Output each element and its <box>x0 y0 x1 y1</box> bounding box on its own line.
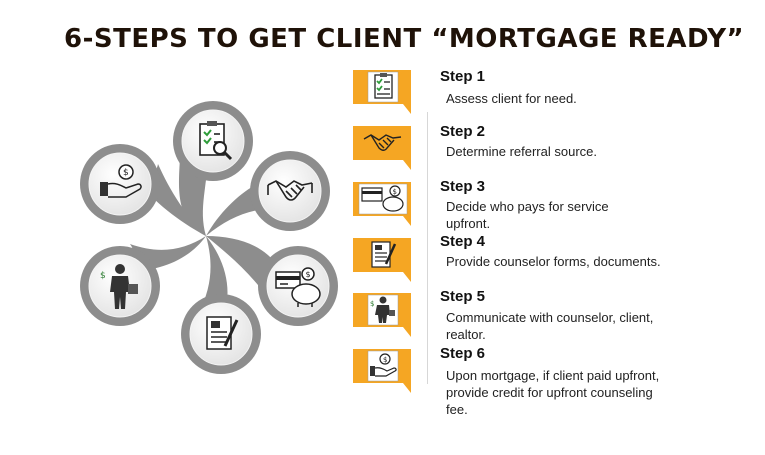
svg-text:$: $ <box>370 300 374 308</box>
step-4-title: Step 4 <box>440 233 486 250</box>
svg-text:$: $ <box>393 188 397 196</box>
clipboard-magnifier-icon <box>199 121 233 161</box>
document-pen-icon <box>371 241 397 268</box>
step-3-desc: Decide who pays for service upfront. <box>446 199 609 231</box>
businessman-icon: $ <box>370 296 395 323</box>
step-5-desc: Communicate with counselor, client, real… <box>446 310 654 342</box>
step-1-desc: Assess client for need. <box>446 91 577 106</box>
step-4-desc: Provide counselor forms, documents. <box>446 254 661 269</box>
card-piggy-bank-icon: $ <box>361 185 404 212</box>
svg-text:$: $ <box>123 168 129 178</box>
step-3-tab: $ <box>353 182 411 226</box>
svg-text:$: $ <box>383 356 387 364</box>
svg-text:$: $ <box>100 271 106 281</box>
step-2-tab <box>353 126 411 170</box>
step-2-title: Step 2 <box>440 123 486 140</box>
hand-money-icon: $ <box>100 164 142 198</box>
businessman-icon: $ <box>100 264 138 309</box>
step-1-title: Step 1 <box>440 68 486 85</box>
clipboard-check-icon <box>374 73 393 99</box>
step-6-desc: Upon mortgage, if client paid upfront, p… <box>446 368 660 417</box>
step-6-tab: $ <box>353 349 411 393</box>
step-3-title: Step 3 <box>440 178 486 195</box>
divider-line <box>427 112 428 384</box>
step-2-desc: Determine referral source. <box>446 144 597 159</box>
handshake-icon <box>363 134 402 151</box>
pinwheel-diagram: $ $ $ <box>80 101 338 374</box>
step-5-title: Step 5 <box>440 288 486 305</box>
step-4-tab <box>353 238 411 282</box>
step-1-tab <box>353 70 411 114</box>
document-pen-icon <box>206 316 239 350</box>
svg-text:$: $ <box>306 270 311 279</box>
step-6-title: Step 6 <box>440 345 486 362</box>
page-title: 6-STEPS TO GET CLIENT “MORTGAGE READY” <box>64 24 745 54</box>
hand-money-icon: $ <box>370 353 397 377</box>
card-piggy-bank-icon: $ <box>275 267 321 307</box>
step-5-tab: $ <box>353 293 411 337</box>
handshake-icon <box>267 180 313 201</box>
